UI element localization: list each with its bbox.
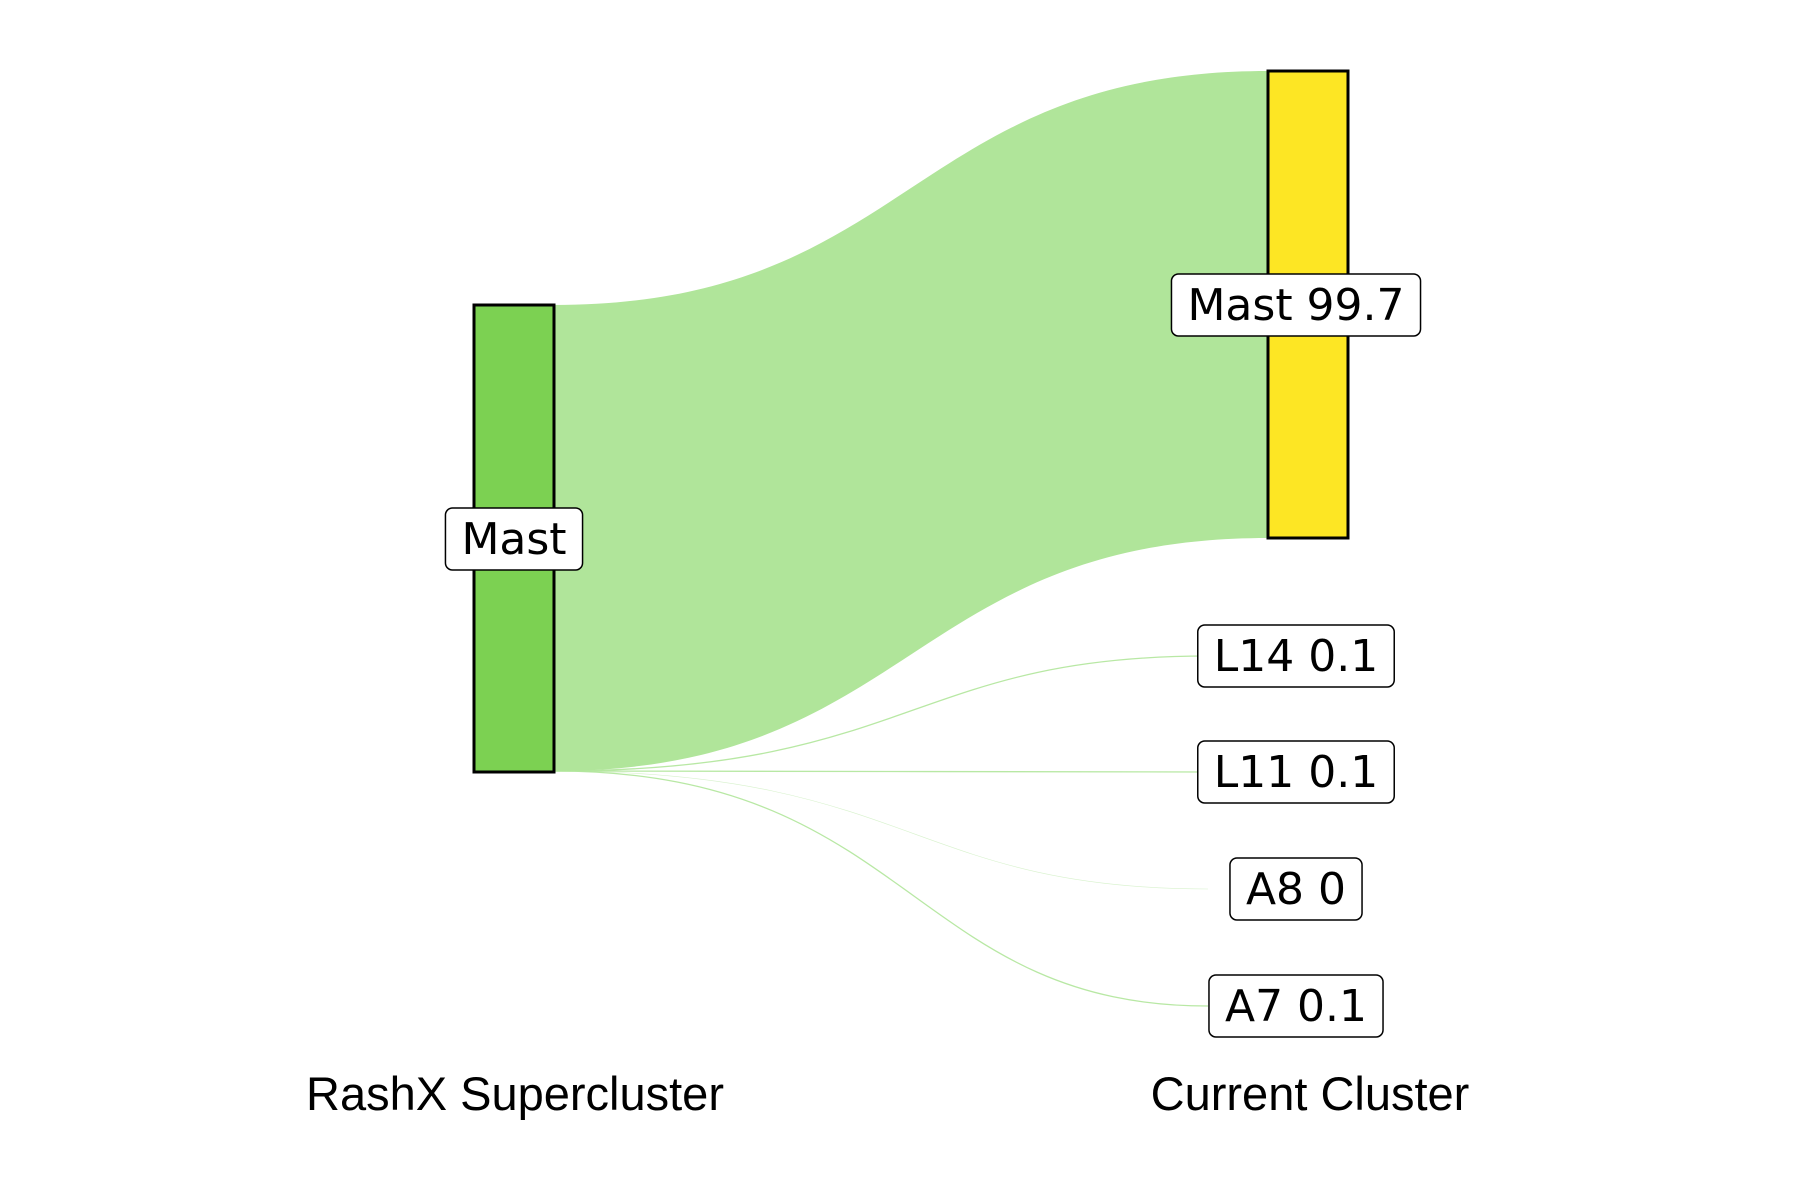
target-label-l11-text: L11 0.1	[1214, 747, 1378, 798]
source-label-mast-text: Mast	[461, 514, 566, 565]
flow-mast-to-l14	[553, 655, 1209, 772]
target-label-l14-box	[1197, 624, 1395, 688]
target-label-a8-box	[1229, 857, 1363, 921]
flow-mast-to-a7	[553, 770, 1209, 1007]
flow-mast-to-mast	[554, 71, 1268, 771]
flow-mast-to-l11	[553, 770, 1209, 773]
target-label-a7: A7 0.1	[1208, 974, 1384, 1038]
target-label-l14-text: L14 0.1	[1214, 631, 1378, 682]
target-label-a8-text: A8 0	[1246, 864, 1346, 915]
target-label-mast-text: Mast 99.7	[1187, 280, 1404, 331]
source-column-label: RashX Supercluster	[306, 1067, 724, 1120]
target-label-mast: Mast 99.7	[1170, 273, 1422, 337]
target-label-l11: L11 0.1	[1197, 740, 1395, 804]
source-label-mast: Mast	[444, 507, 584, 571]
source-label-mast-box	[444, 507, 584, 571]
target-label-a7-text: A7 0.1	[1225, 981, 1367, 1032]
target-label-l11-box	[1197, 740, 1395, 804]
flows-layer	[553, 71, 1268, 1007]
target-label-l14: L14 0.1	[1197, 624, 1395, 688]
target-label-mast-box	[1170, 273, 1422, 337]
target-label-a7-box	[1208, 974, 1384, 1038]
target-column-label: Current Cluster	[1151, 1067, 1470, 1120]
flow-mast-to-a8	[553, 770, 1209, 890]
target-label-a8: A8 0	[1229, 857, 1363, 921]
